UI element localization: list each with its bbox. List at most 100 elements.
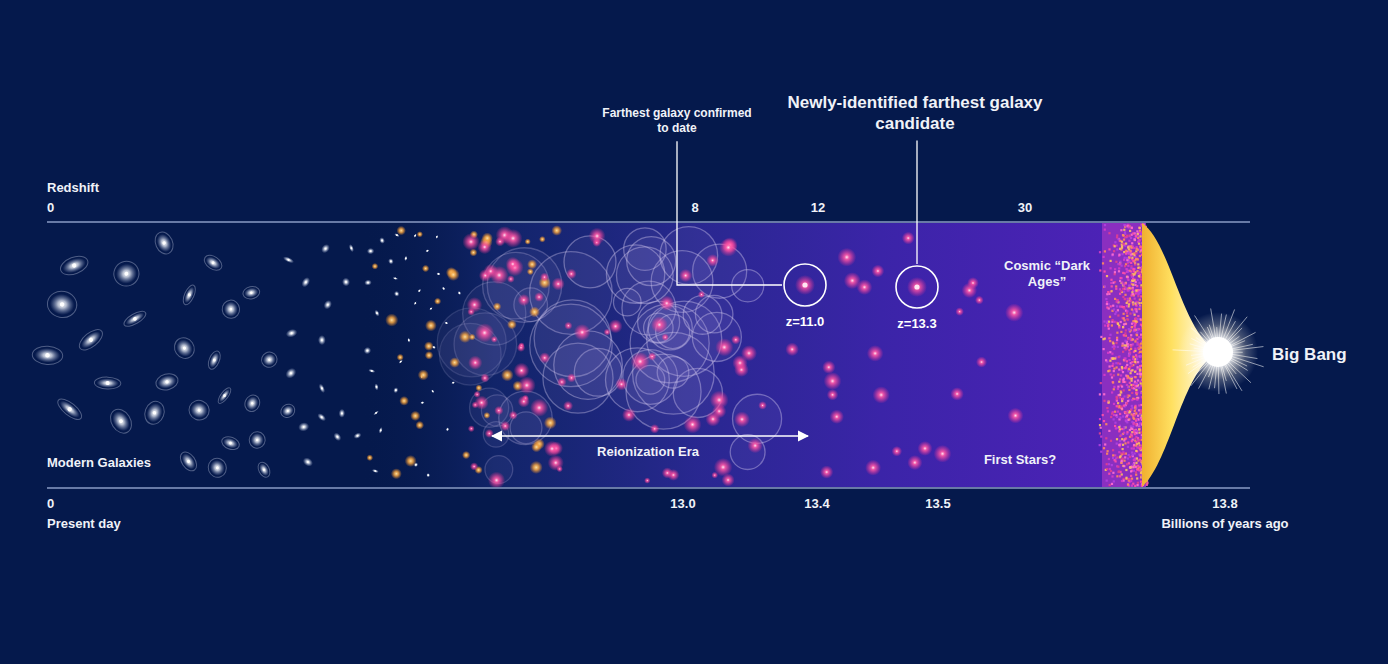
galaxy-disc: [207, 351, 221, 369]
cmb-speckle: [1099, 424, 1101, 426]
cmb-speckle: [1130, 376, 1132, 378]
cmb-speckle: [1137, 272, 1139, 274]
cmb-speckle: [1123, 405, 1125, 407]
cmb-speckle: [1122, 351, 1124, 353]
cmb-speckle: [1136, 457, 1138, 459]
cmb-speckle: [1114, 268, 1116, 270]
cmb-speckle: [1131, 369, 1133, 371]
cmb-speckle: [1130, 466, 1132, 468]
cmb-speckle: [1134, 268, 1136, 270]
cmb-speckle: [1136, 310, 1138, 312]
galaxy-disc: [282, 255, 295, 265]
cmb-speckle: [1118, 394, 1120, 396]
cmb-speckle: [1106, 306, 1108, 308]
galaxy-core: [223, 394, 227, 398]
galaxy: [413, 301, 417, 306]
galaxy-ring-node: z=13.3: [895, 265, 939, 332]
ionized-bubble: [683, 296, 722, 335]
early-galaxy: [648, 352, 657, 361]
young-galaxy: [539, 236, 546, 243]
galaxy: [206, 349, 223, 371]
cmb-speckle: [1127, 290, 1129, 292]
cmb-speckle: [1120, 462, 1122, 464]
cmb-speckle: [1104, 224, 1106, 226]
galaxy-core: [304, 281, 307, 284]
galaxy-core: [436, 236, 438, 238]
cmb-speckle: [1110, 282, 1112, 284]
cmb-speckle: [1132, 483, 1134, 485]
cmb-speckle: [1132, 287, 1134, 289]
cmb-speckle: [1128, 303, 1130, 305]
cmb-speckle: [1119, 417, 1121, 419]
early-galaxy: [604, 329, 611, 336]
cmb-speckle: [1111, 391, 1113, 393]
cmb-speckle: [1137, 329, 1139, 331]
cmb-speckle: [1120, 229, 1122, 231]
galaxy: [278, 402, 297, 421]
early-galaxy: [892, 446, 903, 457]
cmb-speckle: [1117, 301, 1119, 303]
cmb-speckle: [1099, 418, 1101, 420]
cmb-speckle: [1125, 412, 1127, 414]
cmb-speckle: [1118, 270, 1120, 272]
galaxy-core: [60, 302, 65, 307]
cmb-speckle: [1140, 374, 1142, 376]
early-galaxy: [827, 389, 838, 400]
early-galaxy: [837, 248, 856, 267]
cmb-speckle: [1129, 353, 1131, 355]
cmb-speckle: [1131, 405, 1133, 407]
cmb-speckle: [1119, 428, 1121, 430]
galaxy-disc: [332, 431, 343, 442]
cmb-speckle: [1121, 400, 1123, 402]
cmb-speckle: [1127, 446, 1129, 448]
cmb-speckle: [1117, 374, 1119, 376]
cmb-speckle: [1140, 295, 1142, 297]
cmb-speckle: [1129, 411, 1131, 413]
cmb-speckle: [1137, 267, 1139, 269]
galaxy-core: [215, 466, 219, 470]
galaxy-core: [286, 409, 289, 412]
galaxy-disc: [374, 383, 379, 391]
cmb-speckle: [1104, 229, 1106, 231]
early-galaxy: [566, 269, 577, 280]
cmb-speckle: [1133, 238, 1135, 240]
cmb-speckle: [1132, 312, 1134, 314]
cmb-speckle: [1137, 295, 1139, 297]
early-galaxy: [662, 467, 673, 478]
cmb-speckle: [1126, 318, 1128, 320]
young-galaxy: [449, 357, 460, 368]
early-galaxy: [530, 399, 548, 417]
cmb-speckle: [1136, 334, 1138, 336]
cmb-speckle: [1122, 317, 1124, 319]
cmb-speckle: [1130, 253, 1132, 255]
galaxy-arm: [177, 449, 200, 474]
galaxy-core: [336, 436, 339, 439]
cmb-speckle: [1126, 235, 1128, 237]
cmb-speckle: [1136, 270, 1138, 272]
cmb-speckle: [1121, 480, 1123, 482]
cmb-ground: [1102, 223, 1146, 487]
early-galaxy: [552, 277, 565, 290]
cmb-speckle: [1111, 254, 1113, 256]
cmb-speckle: [1132, 454, 1134, 456]
galaxy: [206, 456, 229, 480]
cmb-speckle: [1112, 363, 1114, 365]
cmb-speckle: [1125, 253, 1127, 255]
cmb-speckle: [1136, 230, 1138, 232]
cmb-speckle: [1137, 366, 1139, 368]
cmb-speckle: [1138, 409, 1140, 411]
cmb-speckle: [1115, 362, 1117, 364]
cmb-speckle: [1117, 323, 1119, 325]
cmb-speckle: [1122, 284, 1124, 286]
cmb-speckle: [1111, 285, 1113, 287]
galaxy-core: [289, 372, 292, 375]
cmb-speckle: [1129, 382, 1131, 384]
cmb-speckle: [1103, 286, 1105, 288]
galaxy: [32, 345, 63, 365]
galaxy: [202, 252, 225, 273]
galaxy: [392, 276, 398, 280]
galaxy: [436, 272, 441, 276]
galaxy-core: [375, 386, 377, 388]
cmb-speckle: [1103, 447, 1105, 449]
cmb-speckle: [1109, 365, 1111, 367]
